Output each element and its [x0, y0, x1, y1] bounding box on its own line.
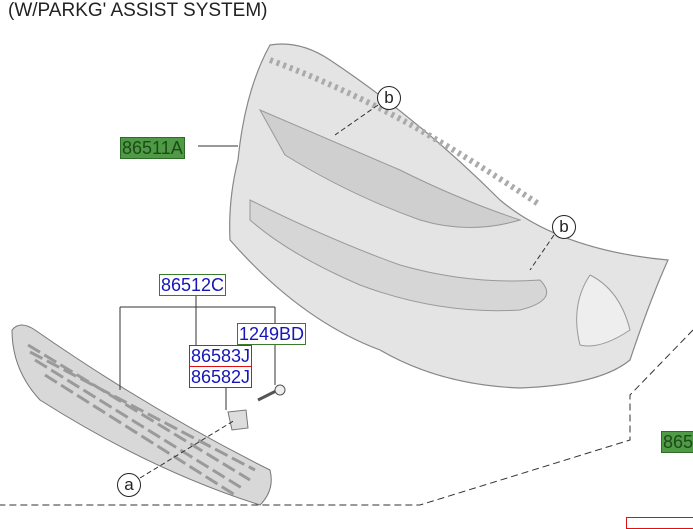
diagram-title: (W/PARKG' ASSIST SYSTEM)	[8, 0, 268, 21]
callout-a: a	[117, 473, 141, 497]
bracket-and-screw	[227, 384, 286, 431]
part-label-86511A[interactable]: 86511A	[120, 137, 185, 159]
radiator-grille	[11, 324, 272, 506]
front-bumper-cover	[229, 43, 669, 389]
partial-red-label-box	[626, 517, 693, 529]
boundary-dashed-line	[0, 329, 693, 506]
callout-b-upper: b	[377, 86, 401, 110]
part-label-86582J[interactable]: 86582J	[189, 366, 253, 388]
callout-b-lower: b	[552, 215, 576, 239]
part-label-86583J[interactable]: 86583J	[189, 345, 253, 367]
part-label-partial-865[interactable]: 865	[661, 431, 693, 453]
part-label-1249BD[interactable]: 1249BD	[237, 323, 307, 345]
leader-lines	[119, 104, 555, 479]
part-label-86512C[interactable]: 86512C	[159, 274, 227, 296]
